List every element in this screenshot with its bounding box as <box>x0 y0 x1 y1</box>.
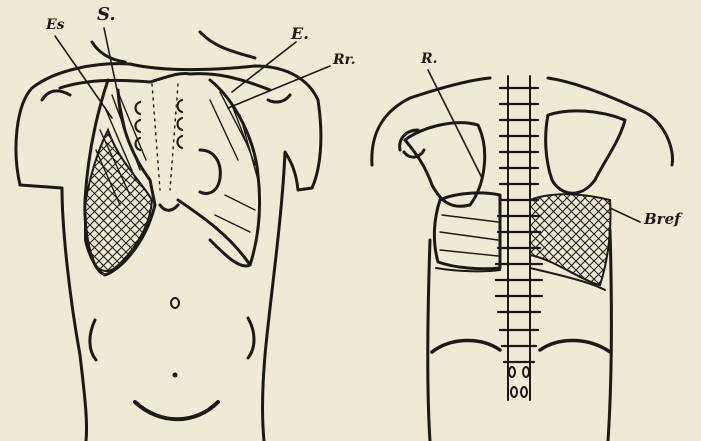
back-pelvis-left <box>432 340 500 352</box>
front-navel <box>171 298 179 308</box>
front-dot <box>173 373 178 378</box>
front-neck-lines <box>92 32 255 62</box>
back-right-scapula <box>546 111 625 193</box>
front-torso-figure <box>16 28 330 441</box>
front-groin-arc <box>135 402 218 419</box>
label-e: E. <box>291 26 309 42</box>
front-xiphoid <box>160 205 178 210</box>
front-body-outline <box>16 64 321 441</box>
label-es: Es <box>46 18 65 32</box>
front-right-lung-outline <box>178 80 260 266</box>
label-rr: Rr. <box>333 53 356 67</box>
label-bref: Bref <box>644 212 681 227</box>
front-sternum <box>152 84 178 190</box>
label-r: R. <box>421 52 438 66</box>
back-pelvis-right <box>540 340 610 352</box>
front-leader-lines <box>55 28 330 128</box>
front-heart-outline <box>200 150 220 193</box>
front-hip-curves <box>90 318 254 360</box>
back-sacrum-marks <box>509 367 529 397</box>
front-rib-marks <box>136 100 183 150</box>
back-torso-figure <box>372 70 673 441</box>
back-left-lung-shading <box>440 215 498 256</box>
label-s: S. <box>97 6 116 24</box>
